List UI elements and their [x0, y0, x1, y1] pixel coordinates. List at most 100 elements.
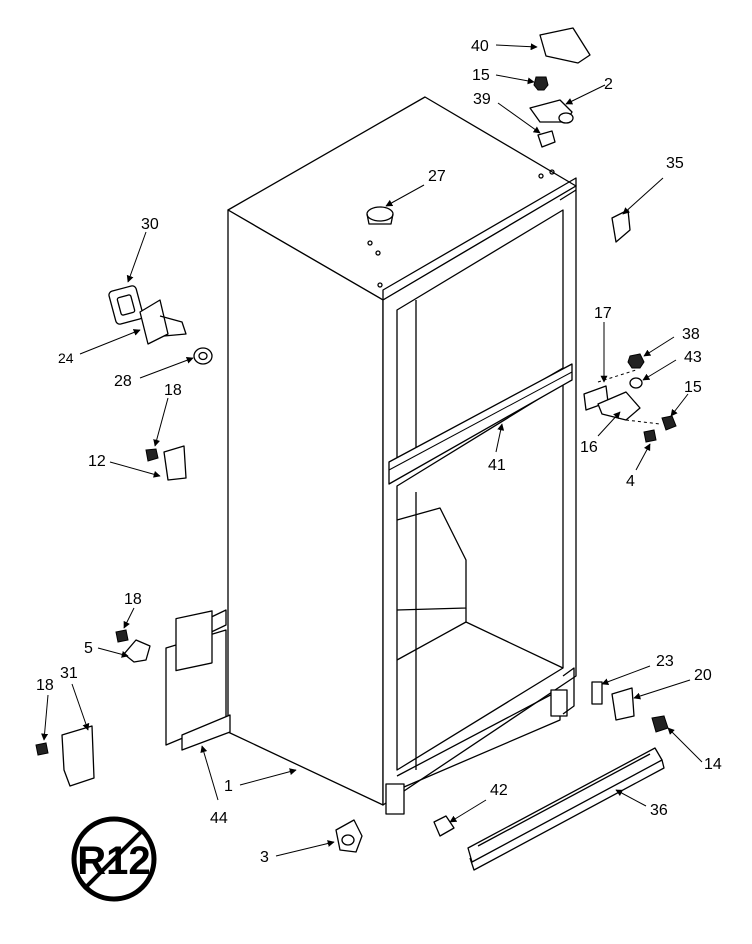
toe-grille-slots	[477, 753, 651, 847]
leader-28	[139, 356, 194, 379]
top-hole	[538, 173, 544, 179]
part-label: 31	[60, 665, 78, 682]
part-label: 40	[471, 38, 489, 55]
top-hole	[549, 169, 555, 175]
screw-18b	[115, 629, 129, 643]
r12-logo-ring	[71, 816, 157, 902]
leader-39	[497, 102, 541, 134]
hinge-screw	[533, 76, 549, 91]
assembly-line	[625, 419, 661, 425]
leader-arrows	[41, 43, 703, 857]
bottom-right-plate	[562, 667, 575, 715]
leader-18c	[41, 694, 49, 741]
leader-41	[495, 423, 505, 453]
hinge-cover	[539, 27, 591, 64]
leader-14	[667, 727, 703, 763]
leader-16	[597, 411, 621, 437]
hinge-clip	[611, 209, 631, 243]
leader-42	[449, 799, 487, 823]
leveler-42	[433, 815, 455, 837]
part-label: 28	[114, 373, 132, 390]
part-label: 17	[594, 305, 612, 322]
bottom-right-bracket	[550, 689, 568, 717]
shim-23	[591, 681, 603, 705]
leader-27	[385, 184, 425, 207]
leader-2	[565, 84, 606, 105]
leader-36	[615, 789, 647, 807]
hinge-pin	[558, 112, 574, 124]
switch-bezel-inner	[116, 294, 136, 316]
liner-floor-back	[396, 621, 467, 661]
part-label: 20	[694, 667, 712, 684]
part-label: 18	[164, 382, 182, 399]
part-label: 15	[472, 67, 490, 84]
door-switch-plate	[139, 299, 169, 345]
plug-button-body	[366, 213, 394, 225]
hinge-shim	[537, 130, 556, 148]
leader-18b	[123, 607, 135, 629]
leader-5	[97, 647, 129, 658]
part-label: 39	[473, 91, 491, 108]
part-label: 2	[604, 76, 613, 93]
leader-40	[495, 43, 538, 51]
part-label: 16	[580, 439, 598, 456]
cabinet	[227, 96, 577, 815]
roller-wheel	[341, 834, 355, 846]
part-label: 36	[650, 802, 668, 819]
leader-30	[126, 231, 147, 283]
part-label: 23	[656, 653, 674, 670]
screw-18c	[35, 742, 49, 756]
cover-31	[61, 725, 95, 787]
leader-3	[275, 840, 335, 857]
screw-18a	[145, 448, 159, 462]
part-label: 14	[704, 756, 722, 773]
switch-bezel	[108, 285, 144, 325]
leader-43	[642, 359, 677, 381]
r12-logo: R12	[71, 816, 157, 902]
mullion-divider	[388, 363, 573, 485]
part-label: 42	[490, 782, 508, 799]
leader-35	[622, 177, 664, 215]
bracket-12	[163, 445, 187, 481]
side-plate-window	[175, 610, 213, 672]
roller-3	[335, 819, 363, 853]
leader-24	[79, 329, 141, 355]
mullion-divider-edge	[388, 371, 573, 471]
screw-15b	[661, 415, 677, 431]
freezer-opening	[396, 209, 564, 467]
side-plate-bottom	[181, 714, 231, 751]
toe-grille-lip	[469, 759, 665, 871]
leader-15a	[495, 74, 535, 85]
part-label: 27	[428, 168, 446, 185]
leader-38	[643, 336, 675, 357]
screw-4	[643, 429, 657, 443]
evaporator-cover	[396, 507, 467, 611]
top-rim	[382, 177, 577, 300]
part-label: 12	[88, 453, 106, 470]
leader-4	[635, 443, 651, 471]
top-hole	[377, 282, 383, 288]
bottom-left-foot	[385, 783, 405, 815]
part-label: 30	[141, 216, 159, 233]
toe-grille	[467, 747, 663, 863]
screw-14	[651, 715, 669, 733]
door-switch-stem	[159, 315, 187, 337]
leader-23	[601, 665, 651, 686]
part-label: 44	[210, 810, 228, 827]
part-label: 38	[682, 326, 700, 343]
part-label: 35	[666, 155, 684, 172]
top-hole	[375, 250, 381, 256]
cabinet-left-side	[227, 209, 384, 806]
plug-button	[366, 206, 394, 222]
r12-logo-slash	[82, 827, 146, 891]
leader-15b	[670, 393, 689, 417]
leader-12	[109, 461, 161, 478]
part-label: 4	[626, 473, 635, 490]
center-hinge-16	[597, 391, 641, 421]
leader-20	[633, 679, 691, 700]
part-labels: 40 15 2 39 35 27 30 24 28 18 12 17 38 43…	[36, 38, 722, 866]
part-label: 18	[124, 591, 142, 608]
top-hole	[367, 240, 373, 246]
